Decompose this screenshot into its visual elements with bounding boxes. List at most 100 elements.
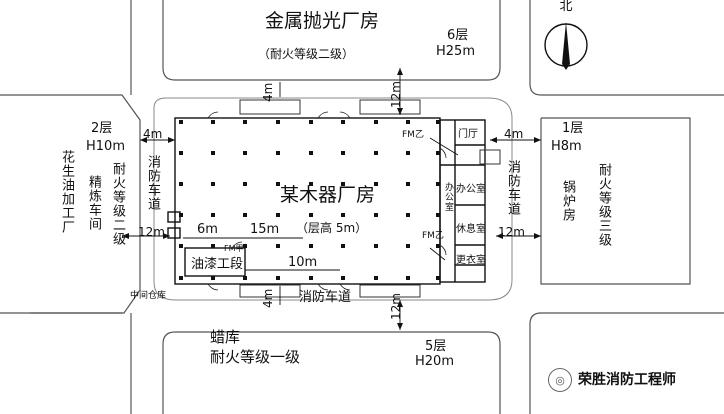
main-building-subtitle: （层高 5m） [296, 221, 368, 235]
column-dot [436, 120, 440, 124]
column-dot [276, 120, 280, 124]
column-dot [406, 276, 410, 280]
column-dot [406, 244, 410, 248]
right-building-height: H8m [551, 139, 582, 154]
dim-left-12m: 12m [138, 225, 165, 239]
column-dot [179, 120, 183, 124]
bottom-building-floors: 5层 [425, 339, 447, 354]
right-road-label: 消防车道 [505, 160, 520, 216]
left-building-height: H10m [86, 139, 125, 154]
column-dot [341, 244, 345, 248]
column-dot [179, 213, 183, 217]
lobby-label: 门厅 [458, 129, 478, 140]
doors [207, 111, 447, 291]
dimension-arrowheads [122, 68, 541, 330]
column-dot [309, 244, 313, 248]
dim-right-12m: 12m [498, 225, 525, 239]
bottom-building-height: H20m [415, 354, 454, 369]
column-dot [309, 276, 313, 280]
column-dot [309, 151, 313, 155]
column-dot [374, 182, 378, 186]
column-dot [406, 151, 410, 155]
column-dot [309, 213, 313, 217]
dim-inner-6m: 6m [197, 222, 218, 237]
annex-outline [439, 119, 486, 283]
fm-jia-label: FM甲 [224, 244, 244, 253]
column-dot [179, 151, 183, 155]
column-dot [374, 213, 378, 217]
office2-label: 办公室 [443, 182, 453, 212]
column-dot [211, 151, 215, 155]
column-dot [243, 213, 247, 217]
column-dot [276, 151, 280, 155]
column-dot [406, 120, 410, 124]
column-dot [436, 213, 440, 217]
fm-z-top-label: FM乙 [402, 130, 424, 140]
dim-top-12m: 12m [389, 81, 403, 108]
column-dot [436, 182, 440, 186]
top-building-rating: （耐火等级二级） [258, 47, 355, 61]
column-dot [243, 244, 247, 248]
column-dot [243, 151, 247, 155]
right-building-name: 锅炉房 [560, 180, 575, 222]
column-dot [341, 276, 345, 280]
main-building-name: 某木器厂房 [280, 184, 376, 206]
column-dot [211, 244, 215, 248]
paint-section-label: 油漆工段 [191, 257, 244, 272]
column-dot [276, 182, 280, 186]
storage-label: 中间仓库 [130, 291, 167, 301]
column-dot [179, 276, 183, 280]
column-dot [309, 182, 313, 186]
wechat-icon: ◎ [548, 368, 572, 392]
bottom-building-name: 蜡库 [210, 328, 241, 346]
right-building-floors: 1层 [562, 121, 584, 136]
bottom-road-label: 消防车道 [299, 290, 352, 305]
structural-columns [179, 120, 440, 280]
watermark: ◎ 荣胜消防工程师 [548, 368, 676, 392]
column-dot [243, 182, 247, 186]
top-block-outline [162, 0, 501, 81]
office-label: 办公室 [456, 184, 486, 195]
dim-right-4m: 4m [504, 127, 524, 141]
column-dot [243, 276, 247, 280]
dim-inner-10m: 10m [288, 255, 318, 270]
rest-room-label: 休息室 [456, 224, 486, 235]
column-dot [436, 244, 440, 248]
left-building-name: 精炼车间 [86, 175, 101, 231]
column-dot [211, 276, 215, 280]
fm-z-mid-label: FM乙 [422, 231, 444, 241]
right-building-rating: 耐火等级三级 [596, 163, 611, 247]
column-dot [276, 213, 280, 217]
column-dot [211, 182, 215, 186]
column-dot [341, 182, 345, 186]
watermark-text: 荣胜消防工程师 [578, 372, 676, 388]
column-dot [276, 244, 280, 248]
bottom-building-rating: 耐火等级一级 [210, 348, 301, 366]
column-dot [211, 120, 215, 124]
locker-room-label: 更衣室 [456, 255, 486, 266]
column-dot [179, 244, 183, 248]
column-dot [374, 120, 378, 124]
column-dot [406, 213, 410, 217]
right-road-edge [529, 312, 724, 414]
dim-top-4m: 4m [261, 82, 275, 102]
bottom-block-outline [162, 331, 501, 414]
top-building-name: 金属抛光厂房 [265, 10, 380, 32]
column-dot [341, 213, 345, 217]
column-dot [374, 151, 378, 155]
column-dot [406, 182, 410, 186]
right-block-outline [540, 117, 691, 285]
column-dot [341, 151, 345, 155]
top-building-height: H25m [436, 44, 475, 59]
dim-inner-15m: 15m [250, 222, 280, 237]
north-label: 北 [559, 0, 573, 14]
dim-bottom-4m: 4m [261, 288, 275, 308]
left-building-floors: 2层 [91, 121, 113, 136]
top-building-floors: 6层 [447, 28, 469, 43]
column-dot [276, 276, 280, 280]
column-dot [436, 276, 440, 280]
column-dot [436, 151, 440, 155]
